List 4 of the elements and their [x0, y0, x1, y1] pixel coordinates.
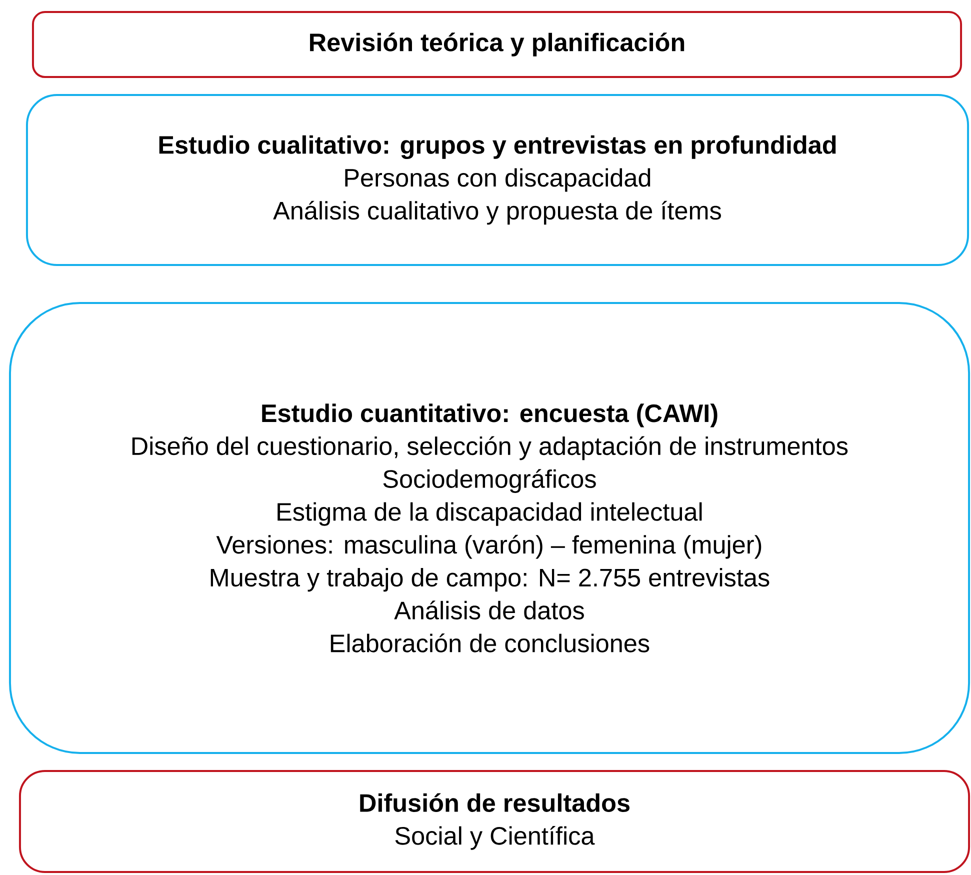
phase-box: Revisión teórica y planificación — [32, 11, 962, 78]
phase-box: Estudio cuantitativo: encuesta (CAWI) Diseño del cuestionario, selección y adaptación de instrumentos Sociodemográficos Estigma de la discapacidad intelectual Versiones: masculina (varón) – femenina (mujer) Muestra y trabajo de campo: N= 2.755 entrevistas Análisis de datos Elaboración de conclusiones — [8, 302, 970, 754]
phase-box: Difusión de resultados Social y Científica — [18, 770, 970, 873]
phase-box: Estudio cualitativo: grupos y entrevistas en profundidad Personas con discapacidad Análisis cualitativo y propuesta de ítems — [26, 94, 970, 266]
